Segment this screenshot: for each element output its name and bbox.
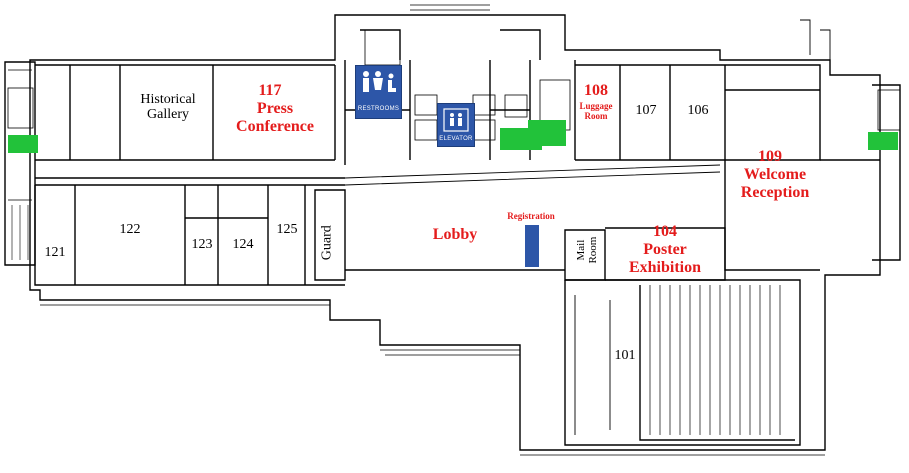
elevator-label: ELEVATOR — [439, 136, 473, 142]
restroom-icon — [363, 71, 396, 92]
registration-label: Registration — [507, 211, 555, 221]
room-109-name: Welcome Reception — [740, 166, 810, 201]
room-122: 122 — [119, 222, 141, 237]
restrooms-sign: RESTROOMS — [355, 65, 402, 119]
elevator-sign: ELEVATOR — [437, 103, 475, 147]
registration-desk — [525, 225, 539, 267]
room-historical-gallery: Historical Gallery — [140, 92, 196, 123]
stair-landing-left — [8, 135, 38, 153]
stair-landing-right-wing — [528, 120, 566, 146]
room-124: 124 — [232, 237, 254, 252]
room-123: 123 — [191, 237, 213, 252]
stair-landing-right — [868, 132, 898, 150]
room-109-number: 109 — [758, 148, 782, 165]
room-lobby: Lobby — [432, 226, 478, 243]
room-101: 101 — [614, 348, 636, 363]
room-107: 107 — [635, 103, 657, 118]
room-104-number: 104 — [653, 223, 677, 240]
room-mail-room: Mail Room — [574, 236, 599, 264]
room-108-name: Luggage Room — [579, 101, 613, 121]
room-104-name: Poster Exhibition — [628, 241, 702, 276]
room-121: 121 — [44, 245, 66, 260]
room-106: 106 — [687, 103, 709, 118]
room-108-number: 108 — [584, 82, 608, 99]
restrooms-label: RESTROOMS — [357, 106, 400, 112]
room-117-name: Press Conference — [236, 100, 314, 135]
room-125: 125 — [276, 222, 298, 237]
room-guard: Guard — [319, 225, 335, 261]
room-117-number: 117 — [258, 82, 282, 99]
elevator-icon — [443, 108, 469, 132]
